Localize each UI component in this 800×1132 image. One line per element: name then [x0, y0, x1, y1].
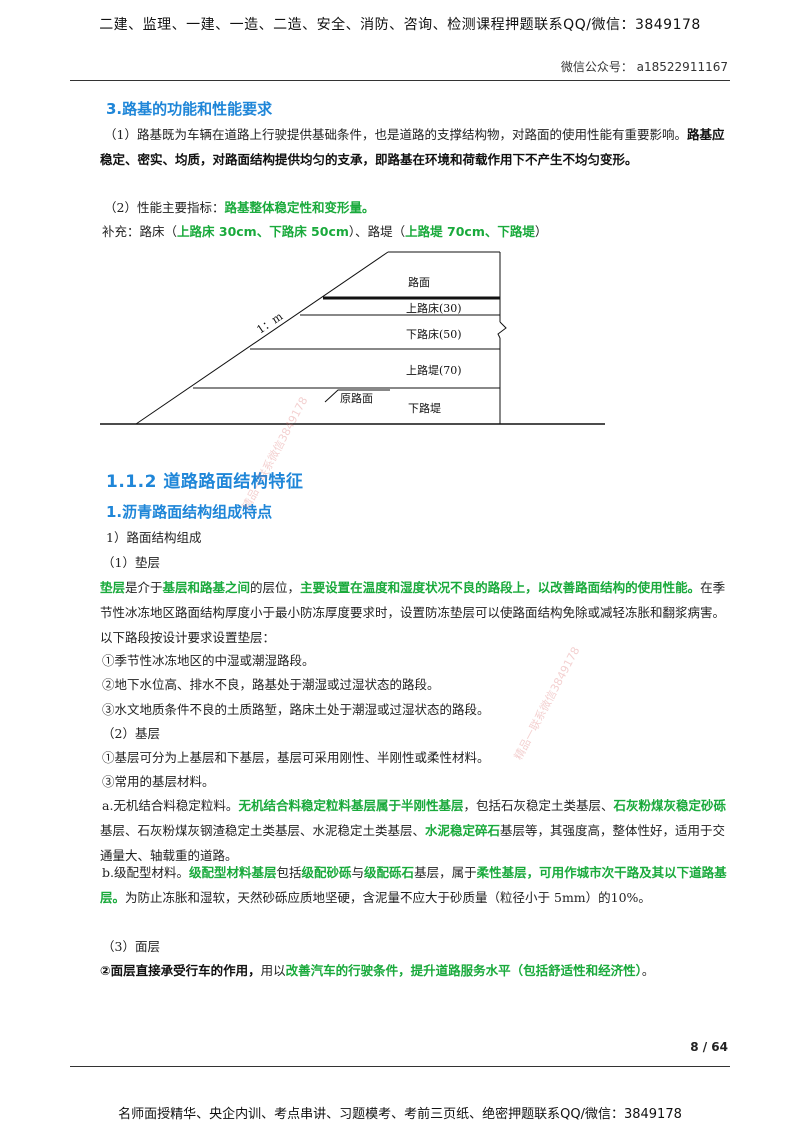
m-1: ②面层直接承受行车的作用，: [100, 963, 261, 978]
layer-label-3: 上路堤(70): [406, 364, 462, 377]
p2-normal: （2）性能主要指标：: [104, 200, 225, 215]
original-ground-mark: [324, 389, 390, 403]
base-item-1: ①基层可分为上基层和下基层，基层可采用刚性、半刚性或柔性材料。: [102, 750, 490, 765]
section-3-p2: （2）性能主要指标：路基整体稳定性和变形量。: [104, 195, 736, 220]
p3-a: 补充：路床（: [102, 224, 178, 239]
slope-line: [135, 251, 389, 425]
subgrade-diagram: 1：m 路面 上路床(30) 下路床(50) 上路堤(70) 下路堤 原路面: [100, 242, 620, 432]
b-2: 级配型材料基层: [188, 865, 277, 880]
cp-e: 主要设置在温度和湿度状况不良的路段上，以改善路面结构的使用性能。: [300, 580, 701, 595]
b-8: 柔性基层，可用作城市次干路及其以下道路基层。: [100, 865, 727, 905]
cp-f: 在季节性冰冻地区路面结构厚度小于最小防冻厚度要求时，设置防冻垫层可以使路面结构免…: [100, 580, 726, 645]
a-6: 水泥稳定碎石: [425, 823, 501, 838]
line-road-structure: 1）路面结构组成: [106, 530, 202, 545]
cushion-item-3: ③水文地质条件不良的土质路堑，路床土处于潮湿或过湿状态的路段。: [102, 702, 490, 717]
section-3-p3: 补充：路床（上路床 30cm、下路床 50cm）、路堤（上路堤 70cm、下路堤…: [102, 219, 734, 244]
layer-label-4: 下路堤: [408, 402, 441, 415]
p1-normal: （1）路基既为车辆在道路上行驶提供基础条件，也是道路的支撑结构物，对路面的使用性…: [104, 127, 687, 142]
original-ground-label: 原路面: [340, 392, 373, 405]
line-cushion: （1）垫层: [102, 555, 160, 570]
section-1-title: 1.沥青路面结构组成特点: [106, 503, 273, 521]
p3-b: 上路床 30cm、下路床 50cm: [177, 224, 349, 239]
page-number: 8 / 64: [690, 1040, 728, 1054]
a-3: ，包括石灰稳定土类基层、: [463, 798, 614, 813]
p1-bold: 路基应稳定、密实、均质，对路面结构提供均匀的支承，即路基在环境和荷载作用下不产生…: [100, 127, 725, 167]
cushion-paragraph: 垫层是介于基层和路基之间的层位，主要设置在温度和湿度状况不良的路段上，以改善路面…: [100, 575, 732, 650]
m-2: 用以: [260, 963, 286, 978]
base-material-b: b.级配型材料。级配型材料基层包括级配砂砾与级配砾石基层，属于柔性基层，可用作城…: [100, 860, 732, 910]
p2-green: 路基整体稳定性和变形量。: [224, 200, 375, 215]
a-2: 无机结合料稳定粒料基层属于半刚性基层: [238, 798, 464, 813]
cp-c: 基层和路基之间: [162, 580, 251, 595]
b-9: 为防止冻胀和湿软，天然砂砾应质地坚硬，含泥量不应大于砂质量（粒径小于 5mm）的…: [125, 890, 651, 905]
layer-label-0: 路面: [408, 276, 430, 289]
header-divider: [70, 80, 730, 81]
cp-b: 是介于: [125, 580, 163, 595]
b-4: 级配砂砾: [301, 865, 352, 880]
layer-label-1: 上路床(30): [406, 301, 462, 315]
b-1: b.级配型材料。: [102, 865, 189, 880]
base-material-a: a.无机结合料稳定粒料。无机结合料稳定粒料基层属于半刚性基层，包括石灰稳定土类基…: [100, 793, 732, 868]
m-3: 改善汽车的行驶条件，提升道路服务水平（包括舒适性和经济性）: [285, 963, 642, 978]
section-3-title: 3.路基的功能和性能要求: [106, 100, 273, 118]
a-5: 基层、石灰粉煤灰钢渣稳定土类基层、水泥稳定土类基层、: [100, 823, 426, 838]
break-mark: [497, 321, 507, 339]
b-3: 包括: [276, 865, 302, 880]
p3-c: ）、路堤（: [348, 224, 406, 239]
m-4: 。: [641, 963, 655, 978]
b-7: 基层，属于: [414, 865, 477, 880]
line-surface: （3）面层: [102, 939, 160, 954]
cushion-item-2: ②地下水位高、排水不良，路基处于潮湿或过湿状态的路段。: [102, 677, 440, 692]
a-7: 基层等，其强度高，整体性好，适用于交通量大、轴载重的道路。: [100, 823, 726, 863]
section-112-title: 1.1.2 道路路面结构特征: [106, 472, 304, 492]
layer-label-2: 下路床(50): [406, 327, 462, 341]
footer-divider: [70, 1066, 730, 1067]
p3-e: ）: [534, 224, 548, 239]
base-item-3: ③常用的基层材料。: [102, 774, 215, 789]
subgrade-diagram-svg: 1：m 路面 上路床(30) 下路床(50) 上路堤(70) 下路堤 原路面: [100, 251, 605, 425]
cp-d: 的层位，: [250, 580, 301, 595]
footer-banner: 名师面授精华、央企内训、考点串讲、习题模考、考前三页纸、绝密押题联系QQ/微信：…: [118, 1107, 682, 1122]
line-base: （2）基层: [102, 726, 160, 741]
cp-a: 垫层: [100, 580, 126, 595]
a-1: a.无机结合料稳定粒料。: [102, 798, 239, 813]
section-3-p1: （1）路基既为车辆在道路上行驶提供基础条件，也是道路的支撑结构物，对路面的使用性…: [100, 122, 732, 172]
top-banner: 二建、监理、一建、一造、二造、安全、消防、咨询、检测课程押题联系QQ/微信：38…: [99, 17, 701, 33]
p3-d: 上路堤 70cm、下路堤: [405, 224, 535, 239]
a-4: 石灰粉煤灰稳定砂砾: [613, 798, 726, 813]
b-6: 级配砾石: [364, 865, 415, 880]
b-5: 与: [351, 865, 365, 880]
cushion-item-1: ①季节性冰冻地区的中湿或潮湿路段。: [102, 653, 315, 668]
wechat-account: 微信公众号： a18522911167: [560, 60, 728, 74]
surface-paragraph: ②面层直接承受行车的作用，用以改善汽车的行驶条件，提升道路服务水平（包括舒适性和…: [100, 958, 732, 983]
